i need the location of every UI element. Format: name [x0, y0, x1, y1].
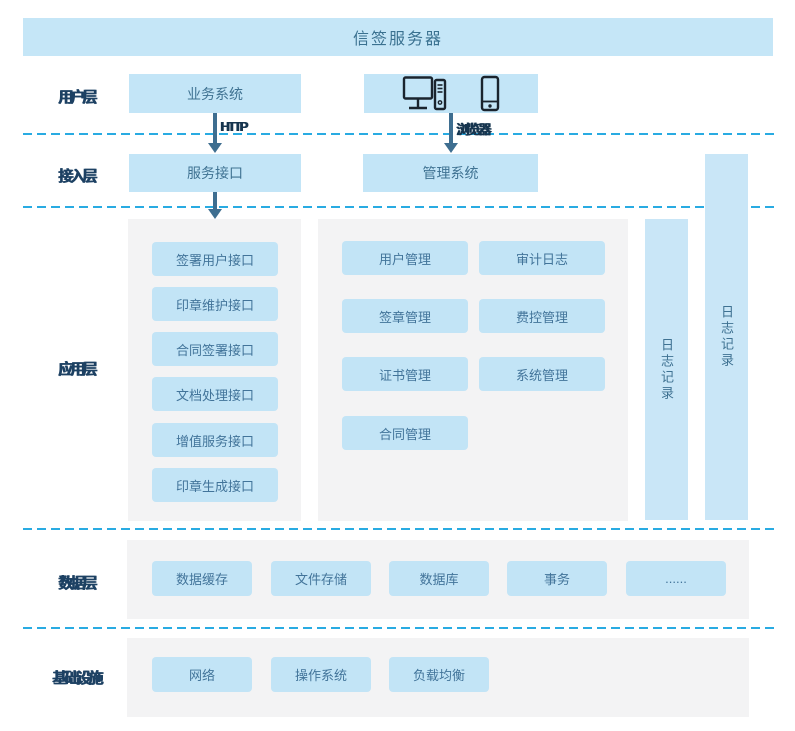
smartphone-icon [479, 75, 501, 112]
browser-connector-label: 浏览器 [456, 122, 491, 137]
node-management: 签章管理 [342, 299, 468, 333]
dashed-separator-user-access [23, 133, 777, 135]
layer-label-data: 数据层 [57, 575, 97, 592]
arrow-http-stem [213, 113, 217, 144]
http-connector-label: HTTP [220, 119, 248, 134]
node-interface: 印章生成接口 [152, 468, 278, 502]
arrow-service-head [208, 209, 222, 219]
node-management: 用户管理 [342, 241, 468, 275]
node-interface: 签署用户接口 [152, 242, 278, 276]
panel-infrastructure: 网络 操作系统 负载均衡 [127, 638, 749, 717]
dashed-separator-app-data [23, 528, 777, 530]
dashed-separator-data-infra [23, 627, 777, 629]
node-data-more: ...... [626, 561, 726, 596]
arrow-http-head [208, 143, 222, 153]
panel-management: 用户管理 审计日志 签章管理 费控管理 证书管理 系统管理 合同管理 [318, 219, 628, 521]
node-interface: 印章维护接口 [152, 287, 278, 321]
node-service-interface: 服务接口 [129, 154, 301, 192]
node-management-system: 管理系统 [363, 154, 538, 192]
panel-interfaces: 签署用户接口 印章维护接口 合同签署接口 文档处理接口 增值服务接口 印章生成接… [128, 219, 301, 521]
node-management: 费控管理 [479, 299, 605, 333]
node-infra: 负载均衡 [389, 657, 489, 692]
layer-label-access: 接入层 [57, 168, 97, 185]
title-banner: 信签服务器 [23, 18, 773, 56]
node-client-devices [364, 74, 538, 113]
log-record-bar-inner: 日志记录 [645, 219, 688, 520]
layer-label-infra: 基础设施 [51, 670, 103, 687]
node-infra: 操作系统 [271, 657, 371, 692]
node-business-system: 业务系统 [129, 74, 301, 113]
node-infra: 网络 [152, 657, 252, 692]
log-record-bar-outer: 日志记录 [705, 154, 748, 520]
layer-label-user: 用户层 [57, 89, 97, 106]
desktop-icon [401, 75, 453, 112]
node-interface: 合同签署接口 [152, 332, 278, 366]
dashed-separator-access-app [23, 206, 777, 208]
arrow-browser-stem [449, 113, 453, 144]
node-data: 数据缓存 [152, 561, 252, 596]
arrow-browser-head [444, 143, 458, 153]
node-data: 数据库 [389, 561, 489, 596]
node-interface: 文档处理接口 [152, 377, 278, 411]
node-management: 审计日志 [479, 241, 605, 275]
node-data: 事务 [507, 561, 607, 596]
node-management: 系统管理 [479, 357, 605, 391]
node-data: 文件存储 [271, 561, 371, 596]
node-management: 合同管理 [342, 416, 468, 450]
node-management: 证书管理 [342, 357, 468, 391]
panel-data: 数据缓存 文件存储 数据库 事务 ...... [127, 540, 749, 619]
arrow-service-stem [213, 192, 217, 210]
layer-label-app: 应用层 [57, 361, 97, 378]
node-interface: 增值服务接口 [152, 423, 278, 457]
